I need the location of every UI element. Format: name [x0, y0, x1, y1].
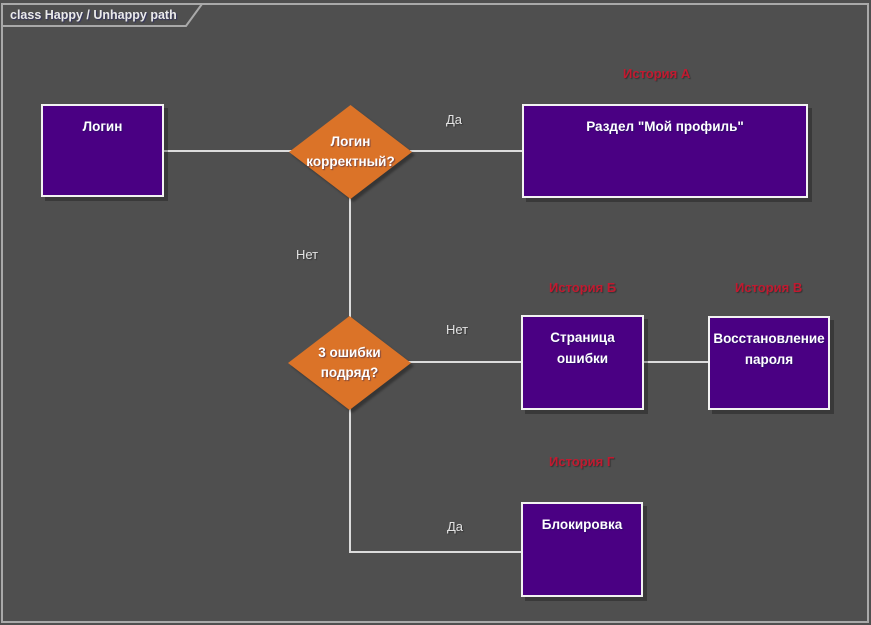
node-profile-section-label: Раздел "Мой профиль": [586, 119, 744, 134]
node-error-page-label: Страница ошибки: [550, 330, 615, 366]
node-login-label: Логин: [82, 119, 123, 134]
story-label-a[interactable]: История А: [623, 66, 691, 81]
edge-label-no-2[interactable]: Нет: [446, 322, 469, 337]
node-password-recovery-line1: Восстановление: [713, 331, 825, 346]
node-error-page[interactable]: Страница ошибки: [521, 315, 644, 410]
edge-label-no-1[interactable]: Нет: [296, 247, 319, 262]
connector-decision1-to-decision2[interactable]: [349, 197, 351, 318]
diagram-tab-shape: [2, 3, 203, 27]
decision-three-errors[interactable]: 3 ошибки подряд?: [288, 316, 411, 410]
node-login[interactable]: Логин: [41, 104, 164, 197]
connector-login-to-decision1[interactable]: [164, 150, 292, 152]
decision-three-errors-line2: подряд?: [320, 365, 379, 380]
story-label-v[interactable]: История В: [735, 280, 803, 295]
decision-three-errors-line1: 3 ошибки: [318, 345, 381, 361]
node-block-label: Блокировка: [541, 517, 623, 532]
connector-decision2-down-segment[interactable]: [349, 409, 351, 553]
decision-three-errors-shape: 3 ошибки подряд?: [288, 316, 411, 410]
node-block[interactable]: Блокировка: [521, 502, 643, 597]
node-password-recovery[interactable]: Восстановление пароля: [708, 316, 830, 410]
edge-label-yes-2[interactable]: Да: [447, 519, 464, 534]
decision-login-correct[interactable]: Логин корректный?: [289, 105, 412, 199]
diagram-tab-title: class Happy / Unhappy path: [10, 8, 177, 22]
diagram-frame: [1, 3, 869, 623]
story-label-b[interactable]: История Б: [549, 280, 617, 295]
node-profile-section[interactable]: Раздел "Мой профиль": [522, 104, 808, 198]
decision-login-correct-shape: Логин корректный?: [289, 105, 412, 199]
connector-decision1-to-profile[interactable]: [410, 150, 522, 152]
story-label-g[interactable]: История Г: [549, 454, 615, 469]
edge-label-yes-1[interactable]: Да: [446, 112, 463, 127]
decision-login-correct-line2: корректный?: [306, 154, 395, 169]
connector-to-block-segment[interactable]: [349, 551, 522, 553]
decision-login-correct-line1: Логин: [330, 134, 371, 150]
node-password-recovery-line2: пароля: [744, 351, 794, 367]
